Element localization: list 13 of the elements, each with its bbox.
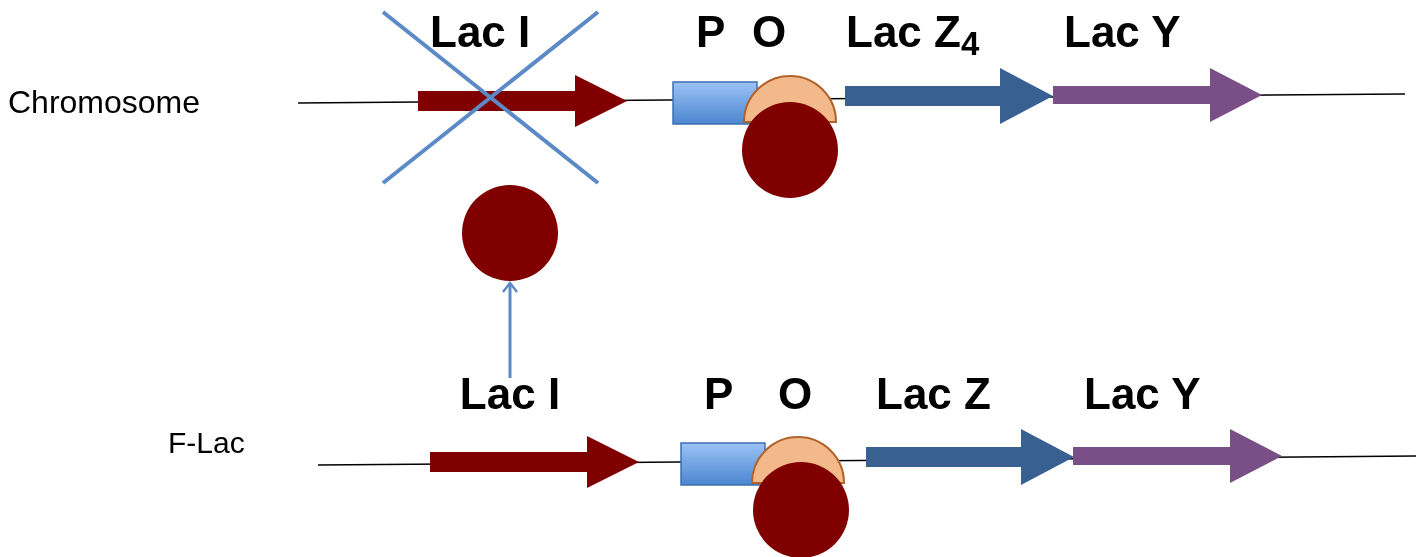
- gene-label: Lac Z$_{4}$: [846, 10, 980, 54]
- gene-label: Lac Y: [1084, 372, 1201, 416]
- gene-label: Lac Y: [1064, 10, 1181, 54]
- gene-label: P: [704, 372, 734, 416]
- gene-label: F-Lac: [168, 428, 245, 458]
- arrow: [501, 281, 519, 378]
- gene-label: O: [752, 10, 787, 54]
- gene-label: P: [696, 10, 726, 54]
- gene-label: O: [778, 372, 813, 416]
- gene-label: Lac I: [459, 372, 561, 416]
- gene-label: Lac I: [430, 10, 531, 54]
- gene-label: Lac Z: [876, 372, 991, 416]
- gene-label: Chromosome: [8, 86, 201, 118]
